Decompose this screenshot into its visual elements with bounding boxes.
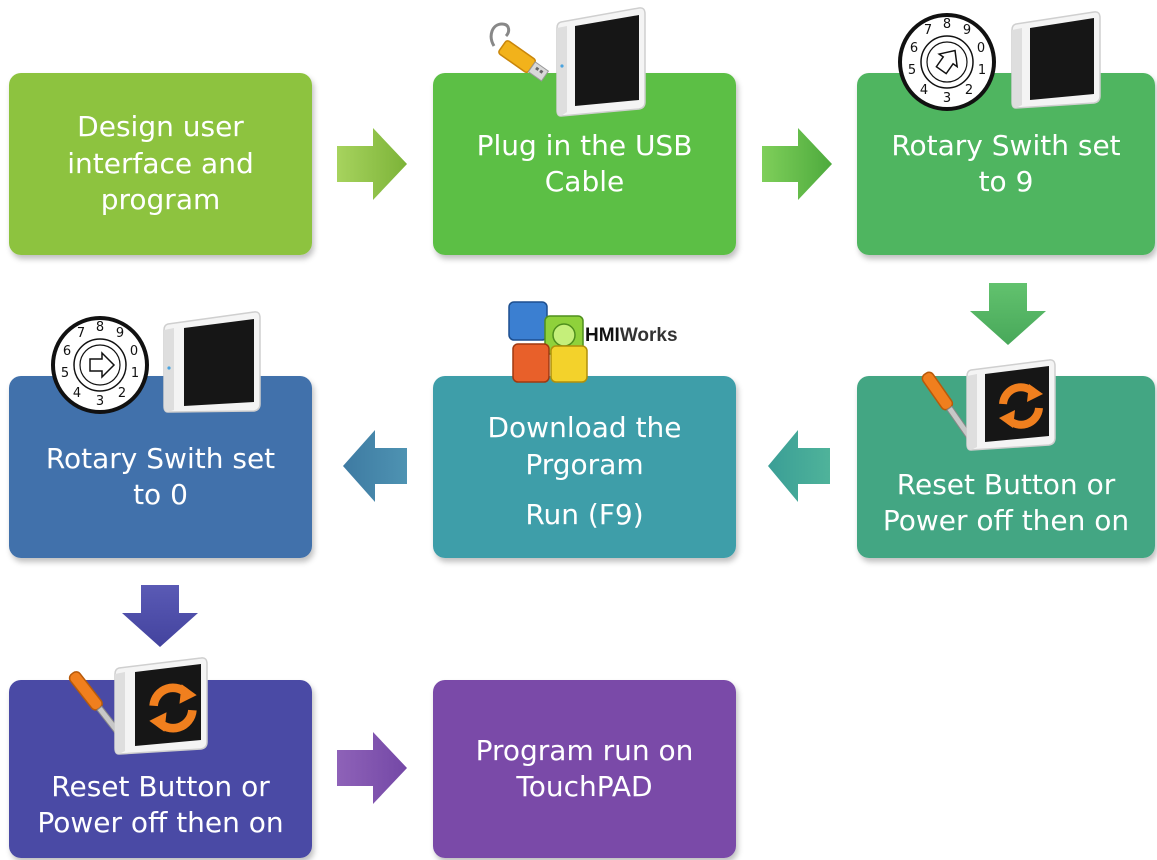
- arrow-right-2: [762, 128, 832, 200]
- step-reset-1-line-1: Reset Button or: [896, 467, 1116, 501]
- touchpad-device-icon: [163, 311, 261, 413]
- step-rotary-9: Rotary Swith set to 9: [857, 73, 1155, 255]
- step-reset-1-line-2: Power off then on: [882, 504, 1130, 537]
- arrow-down-2: [122, 585, 198, 647]
- step-download-run-label: Run (F9): [525, 498, 644, 532]
- arrow-left-2: [343, 430, 407, 502]
- dial-digit: 0: [977, 41, 985, 56]
- hmiworks-logo: HMIWorks: [508, 301, 678, 383]
- dial-digit: 9: [963, 23, 971, 38]
- dial-digit: 3: [96, 394, 104, 409]
- touchpad-device-icon: [556, 7, 646, 117]
- step-plug-usb-line-2: Cable: [544, 165, 625, 198]
- step-rotary-9-line-2: to 9: [978, 165, 1034, 198]
- dial-digit: 2: [118, 386, 126, 401]
- dial-digit: 6: [910, 41, 918, 56]
- dial-digit: 4: [73, 386, 81, 401]
- step-download-line-1: Download the: [487, 411, 682, 445]
- step-rotary-0: Rotary Swith set to 0: [9, 376, 312, 558]
- dial-digit: 5: [908, 63, 916, 78]
- step-download: Download the Prgoram Run (F9): [433, 376, 736, 558]
- dial-digit: 1: [131, 366, 139, 381]
- arrow-right-1: [337, 128, 407, 200]
- arrow-right-3: [337, 732, 407, 804]
- dial-digit: 5: [61, 366, 69, 381]
- usb-cable-icon: [489, 22, 550, 82]
- dial-digit: 8: [943, 17, 951, 32]
- step-design-line-2: interface and: [67, 146, 254, 180]
- arrow-down-1: [970, 283, 1046, 345]
- step-rotary-9-line-1: Rotary Swith set: [891, 128, 1121, 162]
- step-design: Design user interface and program: [9, 73, 312, 255]
- dial-digit: 3: [943, 91, 951, 106]
- dial-digit: 8: [96, 320, 104, 335]
- touchpad-device-icon: [1011, 11, 1101, 109]
- step-run: Program run on TouchPAD: [433, 680, 736, 858]
- reset-arrows-icon: [149, 683, 197, 733]
- dial-digit: 1: [978, 63, 986, 78]
- step-design-line-3: program: [100, 183, 221, 217]
- dial-digit: 2: [965, 83, 973, 98]
- rotary-switch-icon: 8 9 0 1 2 3 4 5 6 7: [898, 13, 996, 111]
- hmiworks-logo-text: HMIWorks: [585, 325, 678, 346]
- step-design-line-1: Design user: [77, 110, 244, 144]
- step-rotary-0-line-1: Rotary Swith set: [45, 441, 276, 475]
- dial-digit: 7: [77, 326, 85, 341]
- step-download-line-2: Prgoram: [525, 447, 644, 481]
- step-rotary-0-line-2: to 0: [133, 478, 188, 511]
- touchpad-device-icon: [114, 657, 208, 755]
- dial-digit: 4: [920, 83, 928, 98]
- dial-digit: 7: [924, 23, 932, 38]
- step-run-line-1: Program run on: [475, 733, 694, 767]
- arrow-left-1: [768, 430, 830, 502]
- step-reset-2-line-2: Power off then on: [37, 806, 284, 839]
- dial-digit: 6: [63, 344, 71, 359]
- step-plug-usb-line-1: Plug in the USB: [476, 128, 693, 162]
- reset-arrows-icon: [999, 383, 1043, 429]
- step-run-line-2: TouchPAD: [516, 770, 653, 803]
- step-reset-2-line-1: Reset Button or: [51, 769, 270, 803]
- step-reset-1: Reset Button or Power off then on: [857, 376, 1155, 558]
- rotary-switch-icon: 8 9 0 1 2 3 4 5 6 7: [51, 316, 149, 414]
- dial-digit: 9: [116, 326, 124, 341]
- dial-digit: 0: [130, 344, 138, 359]
